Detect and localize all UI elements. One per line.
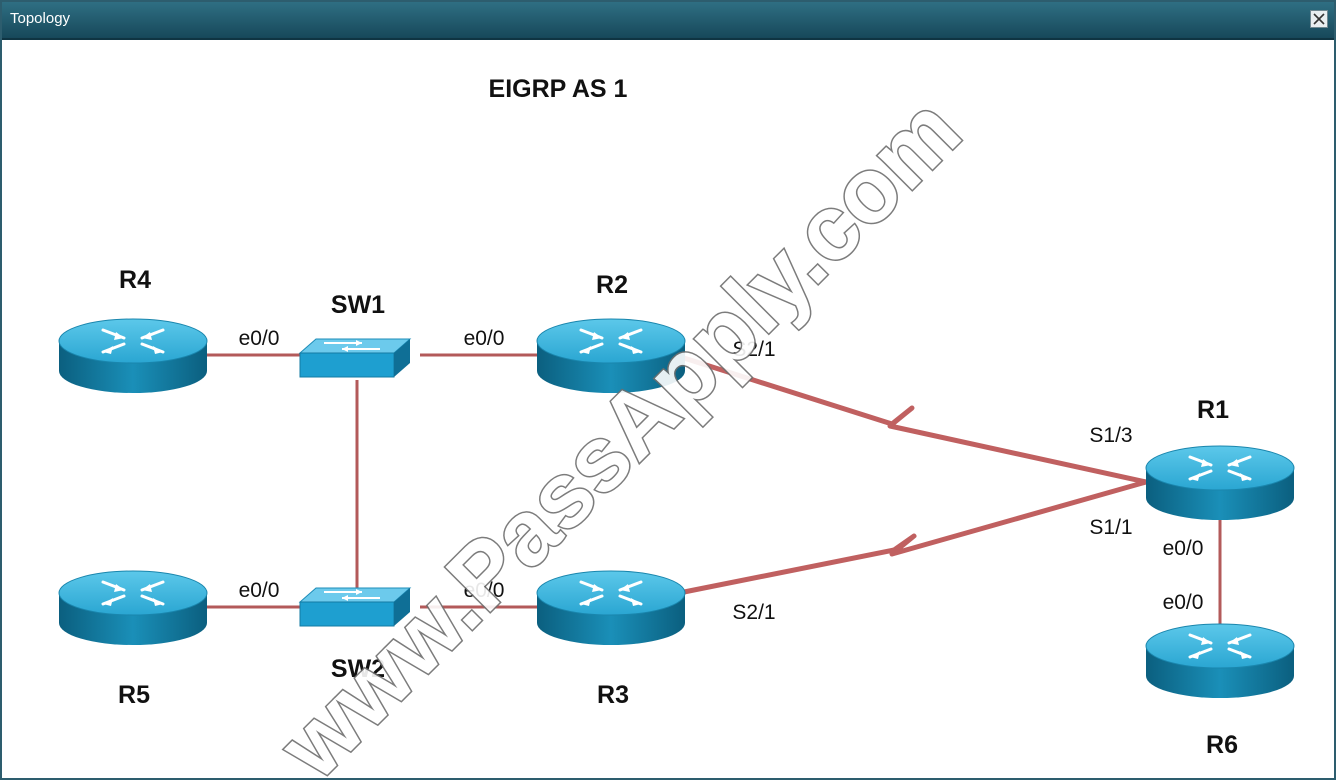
router-r5[interactable]: R5 <box>57 569 209 709</box>
switch-sw1[interactable]: SW1 <box>299 291 411 378</box>
interface-labels: e0/0 e0/0 e0/0 e0/0 S2/1 S2/1 S1/3 S1/1 … <box>239 327 1204 624</box>
router-r4[interactable]: R4 <box>57 266 209 395</box>
router-r1[interactable]: R1 <box>1144 396 1296 522</box>
router-r6[interactable]: R6 <box>1144 622 1296 759</box>
window-title: Topology <box>10 10 71 27</box>
diagram-canvas: EIGRP AS 1 R4 SW1 <box>2 40 1334 783</box>
if-r3-e0-0: e0/0 <box>464 579 505 602</box>
if-r3-s2-1: S2/1 <box>732 601 775 624</box>
if-r1-e0-0: e0/0 <box>1163 537 1204 560</box>
if-r4-e0-0: e0/0 <box>239 327 280 350</box>
router-r2-label: R2 <box>596 271 628 299</box>
serial-link-r3-r1 <box>683 479 1147 595</box>
close-icon <box>1313 13 1325 25</box>
router-r5-label: R5 <box>118 681 150 709</box>
if-r2-s2-1: S2/1 <box>732 338 775 361</box>
switch-sw1-label: SW1 <box>331 291 385 319</box>
if-r1-s1-3: S1/3 <box>1089 424 1132 447</box>
diagram-heading: EIGRP AS 1 <box>489 75 628 103</box>
close-button[interactable] <box>1310 10 1328 28</box>
if-r2-e0-0: e0/0 <box>464 327 505 350</box>
switch-sw2[interactable]: SW2 <box>299 587 411 683</box>
switch-sw2-label: SW2 <box>331 655 385 683</box>
title-bar: Topology <box>2 2 1334 40</box>
watermark: www.PassApply.com <box>260 78 980 778</box>
links <box>207 353 1222 625</box>
router-r6-label: R6 <box>1206 731 1238 759</box>
router-r3[interactable]: R3 <box>535 569 687 709</box>
router-r1-label: R1 <box>1197 396 1229 424</box>
serial-link-r2-r1 <box>683 355 1147 485</box>
router-r3-label: R3 <box>597 681 629 709</box>
if-r6-e0-0: e0/0 <box>1163 591 1204 614</box>
router-r2[interactable]: R2 <box>535 271 687 395</box>
topology-diagram: EIGRP AS 1 R4 SW1 <box>57 75 1296 783</box>
if-r5-e0-0: e0/0 <box>239 579 280 602</box>
router-r4-label: R4 <box>119 266 151 294</box>
if-r1-s1-1: S1/1 <box>1089 516 1132 539</box>
